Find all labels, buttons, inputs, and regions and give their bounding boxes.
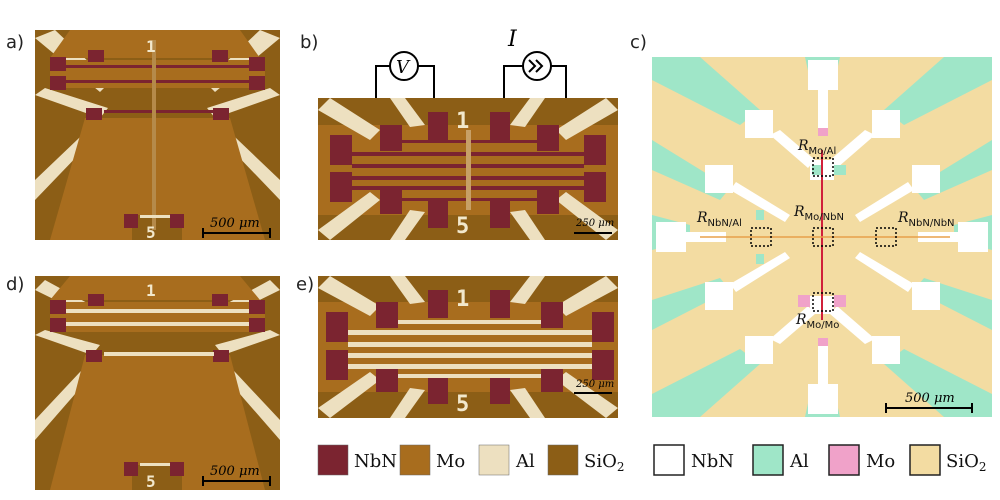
legend-item: Al	[478, 444, 535, 476]
panel-b-image	[318, 98, 618, 240]
svg-text:Mo: Mo	[866, 451, 895, 472]
svg-text:NbN: NbN	[354, 451, 397, 472]
current-source-circuit	[503, 51, 567, 104]
svg-text:NbN: NbN	[691, 451, 734, 472]
panel-d-top-digit: 1	[146, 281, 156, 300]
legend-item: NbN	[653, 444, 734, 476]
current-source-symbol: I	[507, 27, 518, 52]
svg-text:SiO2: SiO2	[584, 451, 625, 474]
legend-item: NbN	[317, 444, 397, 476]
panel-a-top-digit: 1	[146, 37, 156, 56]
panel-e-image	[318, 276, 618, 418]
panel-d-image	[35, 276, 280, 490]
voltmeter-circuit	[375, 51, 435, 104]
legend-item: SiO2	[909, 444, 987, 476]
panel-c-layout	[652, 57, 992, 417]
panel-b-label: b)	[300, 32, 318, 53]
label-r-nbn-al: RNbN/Al	[696, 210, 742, 229]
label-r-nbn-nbn: RNbN/NbN	[897, 210, 955, 229]
panel-c-label: c)	[630, 32, 647, 53]
svg-text:Al: Al	[789, 451, 809, 472]
panel-d-bottom-digit: 5	[146, 472, 156, 491]
panel-e-top-digit: 1	[456, 287, 469, 312]
label-r-mo-mo: RMo/Mo	[795, 312, 839, 331]
label-r-mo-nbn: RMo/NbN	[793, 204, 844, 223]
panel-b-top-digit: 1	[456, 109, 469, 134]
panel-d-label: d)	[6, 274, 24, 295]
panel-a-bottom-digit: 5	[146, 223, 156, 242]
legend-left: NbN Mo Al SiO2	[317, 444, 625, 476]
svg-text:SiO2: SiO2	[946, 451, 987, 474]
panel-e-label: e)	[296, 274, 314, 295]
legend-item: SiO2	[547, 444, 625, 476]
legend-item: Mo	[399, 444, 465, 476]
svg-text:Al: Al	[515, 451, 535, 472]
legend-right: NbN Al Mo SiO2	[653, 444, 987, 476]
panel-a-scale-label: 500 μm	[210, 216, 260, 231]
legend-item: Mo	[828, 444, 895, 476]
legend-item: Al	[752, 444, 809, 476]
svg-text:Mo: Mo	[436, 451, 465, 472]
label-r-mo-al: RMo/Al	[797, 138, 836, 157]
panel-d-scale-label: 500 μm	[210, 464, 260, 479]
panel-b-bottom-digit: 5	[456, 214, 469, 239]
panel-a-label: a)	[6, 32, 24, 53]
panel-e-scale-label: 250 μm	[575, 379, 614, 390]
voltmeter-symbol: V	[396, 57, 411, 78]
panel-e-bottom-digit: 5	[456, 392, 469, 417]
panel-b-scale-label: 250 μm	[575, 218, 614, 229]
panel-c-scale-label: 500 μm	[905, 391, 955, 406]
panel-a-image	[35, 30, 280, 240]
